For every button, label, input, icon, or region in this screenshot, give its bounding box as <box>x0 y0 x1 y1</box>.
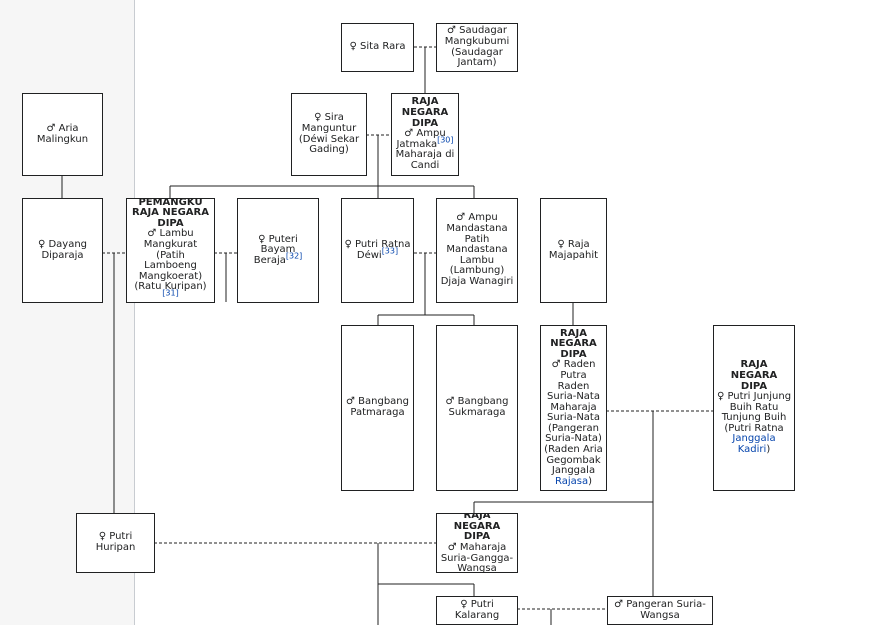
person-lambu-mangkurat[interactable]: PEMANGKU RAJA NEGARA DIPA ♂ Lambu Mangku… <box>126 198 215 303</box>
closing-paren: ) <box>588 475 592 487</box>
person-name: ♀ Sita Rara <box>349 41 406 53</box>
person-name-text: ♀ Puteri Bayam Beraja <box>253 233 298 266</box>
person-name-text: ♂ Lambu Mangkurat (Patih Lamboeng Mangko… <box>134 228 207 293</box>
person-name: ♂ Ampu Jatmaka[30] <box>394 129 456 150</box>
person-name: ♀ Putri Ratna Déwi[33] <box>344 238 411 261</box>
reference-link[interactable]: [32] <box>285 251 303 261</box>
rajasa-link[interactable]: Rajasa <box>554 475 589 487</box>
royal-title: RAJA NEGARA DIPA <box>550 327 597 360</box>
person-raden-suria-nata[interactable]: RAJA NEGARA DIPA ♂ Raden Putra Raden Sur… <box>540 325 607 491</box>
person-bangbang-sukmaraga[interactable]: ♂ Bangbang Sukmaraga <box>436 325 518 491</box>
person-ampu-jatmaka[interactable]: RAJA NEGARA DIPA ♂ Ampu Jatmaka[30] Maha… <box>391 93 459 176</box>
royal-title: RAJA NEGARA DIPA <box>730 359 778 392</box>
person-name: ♂ Lambu Mangkurat (Patih Lamboeng Mangko… <box>129 228 212 302</box>
reference-link[interactable]: [30] <box>437 135 454 145</box>
person-name-text: ♂ Raden Putra Raden Suria-Nata Maharaja … <box>544 359 603 477</box>
royal-title: RAJA NEGARA DIPA <box>401 96 449 129</box>
person-name: ♀ Putri Huripan <box>95 531 136 553</box>
person-name: ♂ Aria Malingkun <box>36 122 89 145</box>
person-putri-junjung-buih[interactable]: RAJA NEGARA DIPA ♀ Putri Junjung Buih Ra… <box>713 325 795 491</box>
person-name: ♂ Saudagar Mangkubumi (Saudagar Jantam) <box>444 25 510 69</box>
royal-title: PEMANGKU RAJA NEGARA DIPA <box>132 198 209 229</box>
person-name: ♀ Putri Kalarang <box>454 598 500 621</box>
person-raja-majapahit[interactable]: ♀ Raja Majapahit <box>540 198 607 303</box>
person-dayang-diparaja[interactable]: ♀ Dayang Diparaja <box>22 198 103 303</box>
person-title-text: Maharaja di Candi <box>395 149 455 171</box>
person-name-text: ♀ Putri Junjung Buih Ratu Tunjung Buih (… <box>716 391 792 434</box>
reference-link[interactable]: [31] <box>162 288 179 298</box>
royal-title: RAJA NEGARA DIPA <box>453 513 501 543</box>
person-aria-malingkun[interactable]: ♂ Aria Malingkun <box>22 93 103 176</box>
person-sira-manguntur[interactable]: ♀ Sira Manguntur (Déwi Sekar Gading) <box>291 93 367 176</box>
person-pangeran-suria-wangsa[interactable]: ♂ Pangeran Suria-Wangsa <box>607 596 713 625</box>
person-suria-gangga-wangsa[interactable]: RAJA NEGARA DIPA ♂ Maharaja Suria-Gangga… <box>436 513 518 573</box>
person-name: ♂ Bangbang Sukmaraga <box>445 396 509 418</box>
person-name: ♂ Bangbang Patmaraga <box>346 396 409 418</box>
person-name: ♂ Maharaja Suria-Gangga-Wangsa <box>440 542 514 573</box>
person-name: ♀ Dayang Diparaja <box>37 238 88 261</box>
person-name-text: ♀ Putri Ratna Déwi <box>344 238 411 261</box>
person-name: ♀ Raja Majapahit <box>548 238 599 261</box>
person-putri-huripan[interactable]: ♀ Putri Huripan <box>76 513 155 573</box>
janggala-kadiri-link[interactable]: Janggala Kadiri <box>732 433 776 456</box>
person-name: ♂ Ampu Mandastana Patih Mandastana Lambu… <box>440 212 514 287</box>
person-putri-ratna-dewi[interactable]: ♀ Putri Ratna Déwi[33] <box>341 198 414 303</box>
reference-link[interactable]: [33] <box>381 246 399 256</box>
person-bangbang-patmaraga[interactable]: ♂ Bangbang Patmaraga <box>341 325 414 491</box>
person-puteri-bayam-beraja[interactable]: ♀ Puteri Bayam Beraja[32] <box>237 198 319 303</box>
person-name: ♀ Puteri Bayam Beraja[32] <box>240 233 316 267</box>
person-name: ♂ Raden Putra Raden Suria-Nata Maharaja … <box>543 360 604 487</box>
person-putri-kalarang[interactable]: ♀ Putri Kalarang <box>436 596 518 625</box>
person-saudagar-mangkubumi[interactable]: ♂ Saudagar Mangkubumi (Saudagar Jantam) <box>436 23 518 72</box>
person-name: ♀ Sira Manguntur (Déwi Sekar Gading) <box>298 112 360 156</box>
person-name-text: ♂ Ampu Jatmaka <box>396 128 446 150</box>
person-name: ♀ Putri Junjung Buih Ratu Tunjung Buih (… <box>716 391 792 456</box>
person-name: ♂ Pangeran Suria-Wangsa <box>614 598 706 621</box>
person-sita-rara[interactable]: ♀ Sita Rara <box>341 23 414 72</box>
closing-paren: ) <box>766 444 771 456</box>
person-ampu-mandastana[interactable]: ♂ Ampu Mandastana Patih Mandastana Lambu… <box>436 198 518 303</box>
